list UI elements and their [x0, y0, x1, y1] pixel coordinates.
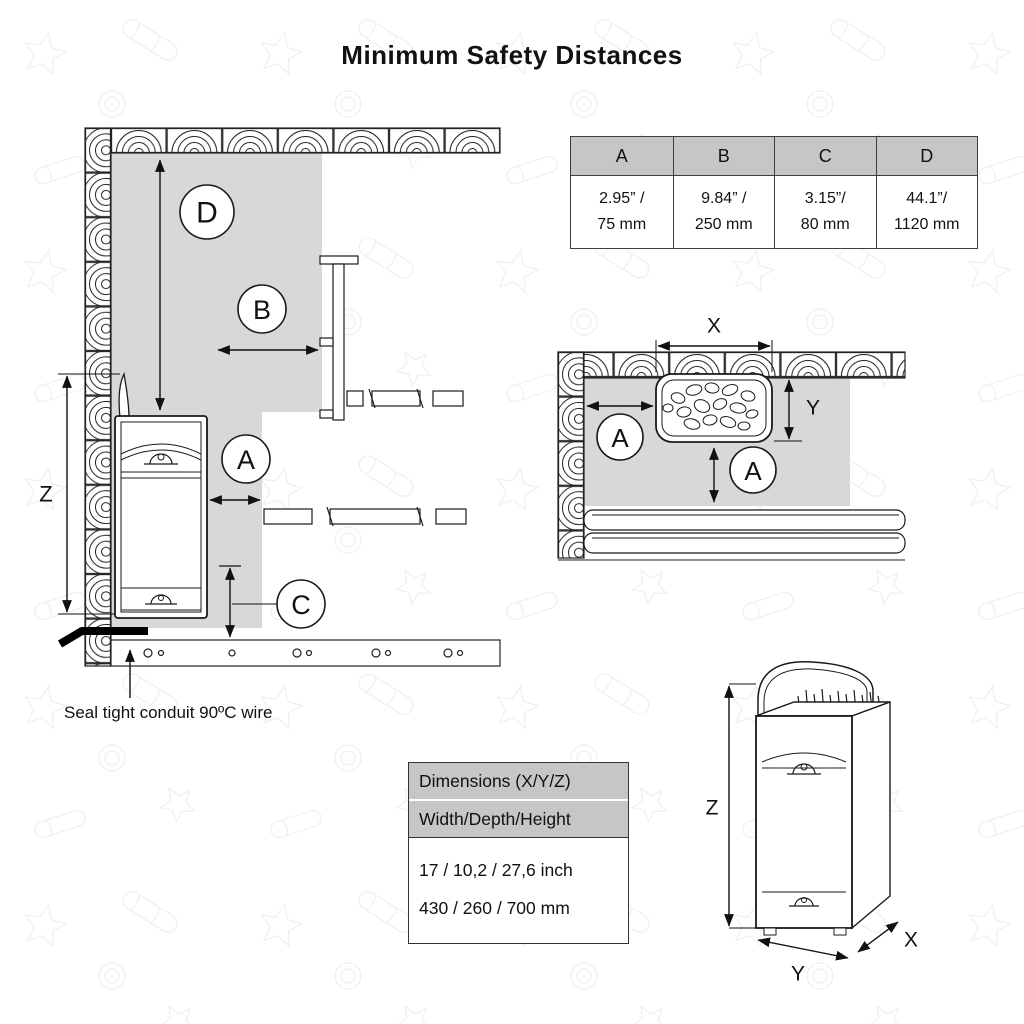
side-wall-left: [84, 127, 112, 667]
dim-y-iso: Y: [757, 937, 849, 986]
dim-label-z-side: Z: [39, 482, 52, 507]
dimensions-table-body: 17 / 10,2 / 27,6 inch 430 / 260 / 700 mm: [409, 838, 628, 944]
dimensions-table-header: Dimensions (X/Y/Z): [409, 763, 628, 801]
dim-label-z-iso: Z: [706, 797, 719, 820]
dim-a1-top: A: [586, 401, 654, 461]
iso-heater-front-details: [761, 752, 847, 936]
side-floor: [110, 639, 501, 667]
dim-circle-d: [179, 184, 235, 240]
dim-circle-b: [237, 284, 287, 334]
safety-table-header-d: D: [875, 137, 977, 176]
heater-stones: [662, 382, 759, 431]
dim-label-x-top: X: [707, 315, 721, 338]
dim-label-a: A: [237, 445, 255, 475]
safety-table-value-c: 3.15”/80 mm: [774, 176, 876, 248]
dim-d: D: [155, 159, 235, 411]
dim-label-y-iso: Y: [791, 963, 805, 986]
dim-circle-a1-top: [596, 413, 644, 461]
dim-b: B: [217, 284, 319, 355]
page-title: Minimum Safety Distances: [341, 40, 683, 70]
dim-label-a1-top: A: [611, 423, 629, 453]
dim-label-a2-top: A: [744, 456, 762, 486]
dim-a2-top: A: [709, 446, 777, 503]
side-bench-and-panel: [263, 255, 467, 527]
dim-label-d: D: [196, 197, 218, 230]
side-view-diagram: D B A C Z S: [39, 127, 501, 722]
dim-label-b: B: [253, 295, 271, 325]
dim-circle-a2-top: [729, 446, 777, 494]
dim-c: C: [219, 565, 326, 638]
dimensions-table: Dimensions (X/Y/Z) Width/Depth/Height 17…: [408, 762, 629, 945]
safety-table-value-b: 9.84” /250 mm: [672, 176, 774, 248]
safety-table-header-a: A: [571, 137, 673, 176]
dim-y-top: Y: [774, 379, 820, 442]
dim-label-x-iso: X: [904, 929, 918, 952]
side-heater: [114, 371, 208, 619]
dim-x-top: X: [655, 315, 773, 372]
conduit-annotation: Seal tight conduit 90ºC wire: [64, 649, 272, 722]
top-bench-planks: [558, 509, 906, 561]
conduit-annotation-text: Seal tight conduit 90ºC wire: [64, 703, 272, 722]
conduit-line: [57, 627, 148, 648]
dimensions-mm-row: 430 / 260 / 700 mm: [419, 897, 570, 918]
dim-z-iso: Z: [706, 683, 756, 929]
dim-z-side: Z: [39, 373, 120, 615]
safety-table-value-d: 44.1”/1120 mm: [875, 176, 977, 248]
safety-table-value-a: 2.95” /75 mm: [571, 176, 673, 248]
safety-distance-table: A B C D 2.95” /75 mm 9.84” /250 mm 3.15”…: [570, 136, 978, 249]
dimensions-table-subheader: Width/Depth/Height: [409, 801, 628, 838]
safety-table-header-b: B: [672, 137, 774, 176]
iso-view-diagram: Z Y X: [706, 661, 918, 986]
dimensions-inch-row: 17 / 10,2 / 27,6 inch: [419, 860, 573, 880]
dim-circle-a: [221, 434, 271, 484]
top-wall-left-strip: [557, 351, 585, 559]
dim-label-c: C: [291, 590, 311, 620]
top-view-diagram: X Y A A: [557, 315, 906, 561]
top-heater: [655, 373, 773, 443]
dim-x-iso: X: [857, 921, 918, 953]
dim-label-y-top: Y: [806, 397, 820, 420]
side-wall-top: [110, 127, 501, 154]
dim-a: A: [209, 434, 271, 505]
dim-circle-c: [276, 579, 326, 629]
safety-table-header-c: C: [774, 137, 876, 176]
